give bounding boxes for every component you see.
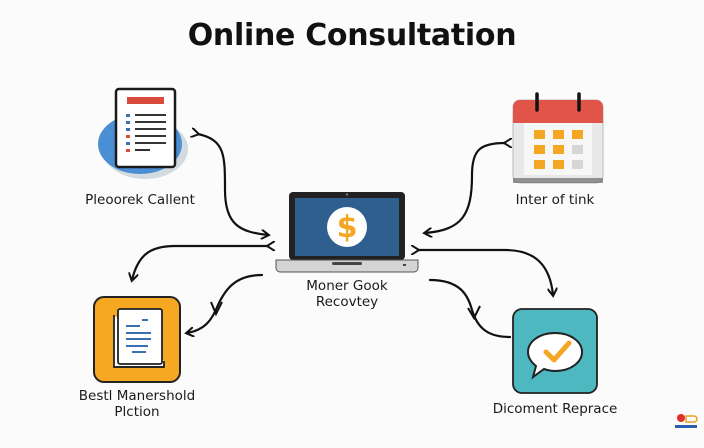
- label-book: Bestl Manershold Plction: [67, 388, 207, 420]
- label-client: Pleoorek Callent: [85, 192, 195, 208]
- label-laptop: Moner Gook Recovtey: [282, 278, 412, 310]
- arrow-client-to-laptop: [198, 134, 268, 235]
- node-book: [92, 295, 182, 385]
- arrow-laptop-to-book-side: [187, 273, 264, 333]
- diagram-title: Online Consultation: [187, 18, 517, 53]
- arrow-calendar-to-laptop: [425, 143, 505, 233]
- label-book-line2: Plction: [114, 404, 160, 420]
- laptop-dollar-icon: $: [275, 192, 419, 273]
- node-calendar: [510, 90, 610, 190]
- label-laptop-line1: Moner Gook: [306, 278, 388, 294]
- arrow-laptop-to-chat-side: [428, 278, 512, 339]
- book-icon: [93, 296, 181, 383]
- label-calendar: Inter of tink: [515, 192, 595, 208]
- calendar-icon: [512, 92, 604, 184]
- chat-check-icon: [512, 308, 598, 394]
- node-laptop: $: [272, 190, 422, 276]
- logo-icon: [675, 414, 698, 428]
- svg-text:$: $: [337, 210, 358, 245]
- node-client: [90, 86, 200, 196]
- label-chat: Dicoment Reprace: [492, 401, 618, 417]
- watermark-logo: [673, 410, 699, 436]
- arrow-laptop-to-response: [418, 250, 553, 295]
- node-chat: [512, 308, 598, 394]
- arrow-laptop-to-book-top: [132, 246, 268, 280]
- label-book-line1: Bestl Manershold: [78, 388, 196, 404]
- label-laptop-line2: Recovtey: [315, 294, 379, 310]
- document-list-icon: [98, 87, 188, 179]
